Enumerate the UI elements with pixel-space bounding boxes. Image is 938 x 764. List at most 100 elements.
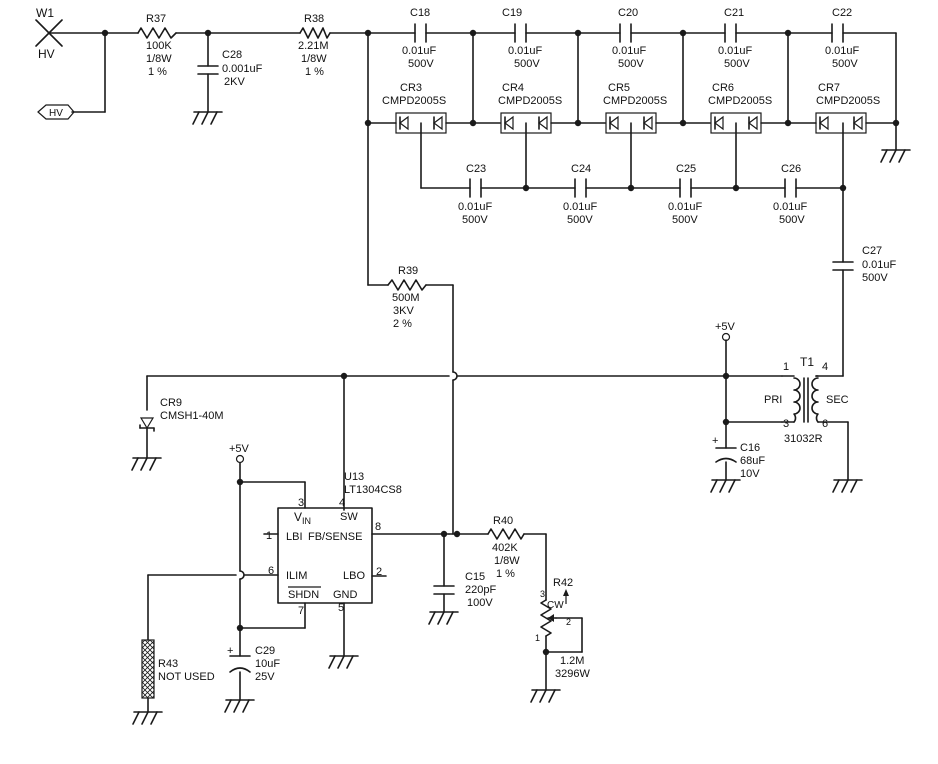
c25-voltage: 500V [672,214,698,226]
c29-capacitor [229,655,251,673]
u13-part: LT1304CS8 [344,484,402,496]
t1-part: 31032R [784,433,823,445]
ground-symbols [131,111,911,725]
c20-value: 0.01uF [612,45,647,57]
c26-ref: C26 [781,163,801,175]
c29-voltage: 25V [255,671,275,683]
u13-num4: 4 [339,497,345,509]
c15-ref: C15 [465,571,485,583]
cr4-part: CMPD2005S [498,95,562,107]
r42-cw: CW [547,600,564,611]
r42-potentiometer [540,589,569,637]
c23-voltage: 500V [462,214,488,226]
c16-capacitor [715,447,737,463]
r42-pin3: 3 [540,589,545,599]
c19-ref: C19 [502,7,522,19]
c19-capacitor [514,23,527,43]
r39-tol: 2 % [393,318,412,330]
t1-pri: PRI [764,394,782,406]
cr9-ref: CR9 [160,397,182,409]
r37-ref: R37 [146,13,166,25]
c23-capacitor [469,178,482,198]
c16-voltage: 10V [740,468,760,480]
r37-power: 1/8W [146,53,172,65]
sw-net [146,339,783,511]
c18-capacitor [414,23,427,43]
r43-ref: R43 [158,658,178,670]
r40-power: 1/8W [494,555,520,567]
cr7-ref: CR7 [818,82,840,94]
r38-power: 1/8W [301,53,327,65]
cr9-diode [139,417,155,432]
r43-resistor [141,639,155,699]
hv-label: HV [38,47,55,61]
cr6-diode-pair [710,112,762,134]
c15-voltage: 100V [467,597,493,609]
r40-ref: R40 [493,515,513,527]
v5-left-terminal [235,454,245,464]
c21-voltage: 500V [724,58,750,70]
c22-voltage: 500V [832,58,858,70]
hv-tag [37,104,75,120]
ic-wires [147,462,583,713]
c23-value: 0.01uF [458,201,493,213]
cr5-part: CMPD2005S [603,95,667,107]
u13-num5: 5 [338,602,344,614]
r42-value: 1.2M [560,655,584,667]
r39-ref: R39 [398,265,418,277]
c21-value: 0.01uF [718,45,753,57]
cr9-part: CMSH1-40M [160,410,224,422]
r40-resistor [487,528,525,540]
c19-value: 0.01uF [508,45,543,57]
c16-ref: C16 [740,442,760,454]
junctions-top [101,29,900,192]
r37-tol: 1 % [148,66,167,78]
cr6-part: CMPD2005S [708,95,772,107]
r40-value: 402K [492,542,518,554]
t1-pin1: 1 [783,361,789,373]
r39-power: 3KV [393,305,414,317]
u13-ic-body [277,507,373,604]
t1-ref: T1 [800,355,814,369]
u13-num7: 7 [298,605,304,617]
wires-top [49,32,897,377]
c23-ref: C23 [466,163,486,175]
c28-ref: C28 [222,49,242,61]
c28-value: 0.001uF [222,63,263,75]
c28-capacitor [197,65,219,75]
u13-pin-shdn: SHDN [288,589,319,601]
u13-num1: 1 [266,530,272,542]
cr3-part: CMPD2005S [382,95,446,107]
r42-pin2: 2 [566,617,571,627]
u13-pin-lbi: LBI [286,531,303,543]
u13-num3: 3 [298,497,304,509]
c27-voltage: 500V [862,272,888,284]
t1-transformer [781,375,849,481]
c21-ref: C21 [724,7,744,19]
v5-top-label: +5V [715,321,736,333]
c15-capacitor [433,585,455,595]
cr7-diode-pair [815,112,867,134]
c16-value: 68uF [740,455,765,467]
c26-value: 0.01uF [773,201,808,213]
r38-ref: R38 [304,13,324,25]
u13-num8: 8 [375,521,381,533]
c25-capacitor [679,178,692,198]
r38-resistor [299,27,331,39]
c25-value: 0.01uF [668,201,703,213]
c22-value: 0.01uF [825,45,860,57]
v5-left-label: +5V [229,443,250,455]
u13-pin-ilim: ILIM [286,570,307,582]
t1-pin4: 4 [822,361,828,373]
c24-capacitor [574,178,587,198]
c18-value: 0.01uF [402,45,437,57]
u13-ref: U13 [344,471,364,483]
c24-value: 0.01uF [563,201,598,213]
u13-pin-gnd: GND [333,589,358,601]
r42-part: 3296W [555,668,590,680]
u13-pin-vin: VIN [294,510,311,526]
v5-top-terminal [721,332,731,342]
u13-pin-fb: FB/SENSE [308,531,362,543]
cr5-diode-pair [605,112,657,134]
c20-capacitor [619,23,632,43]
